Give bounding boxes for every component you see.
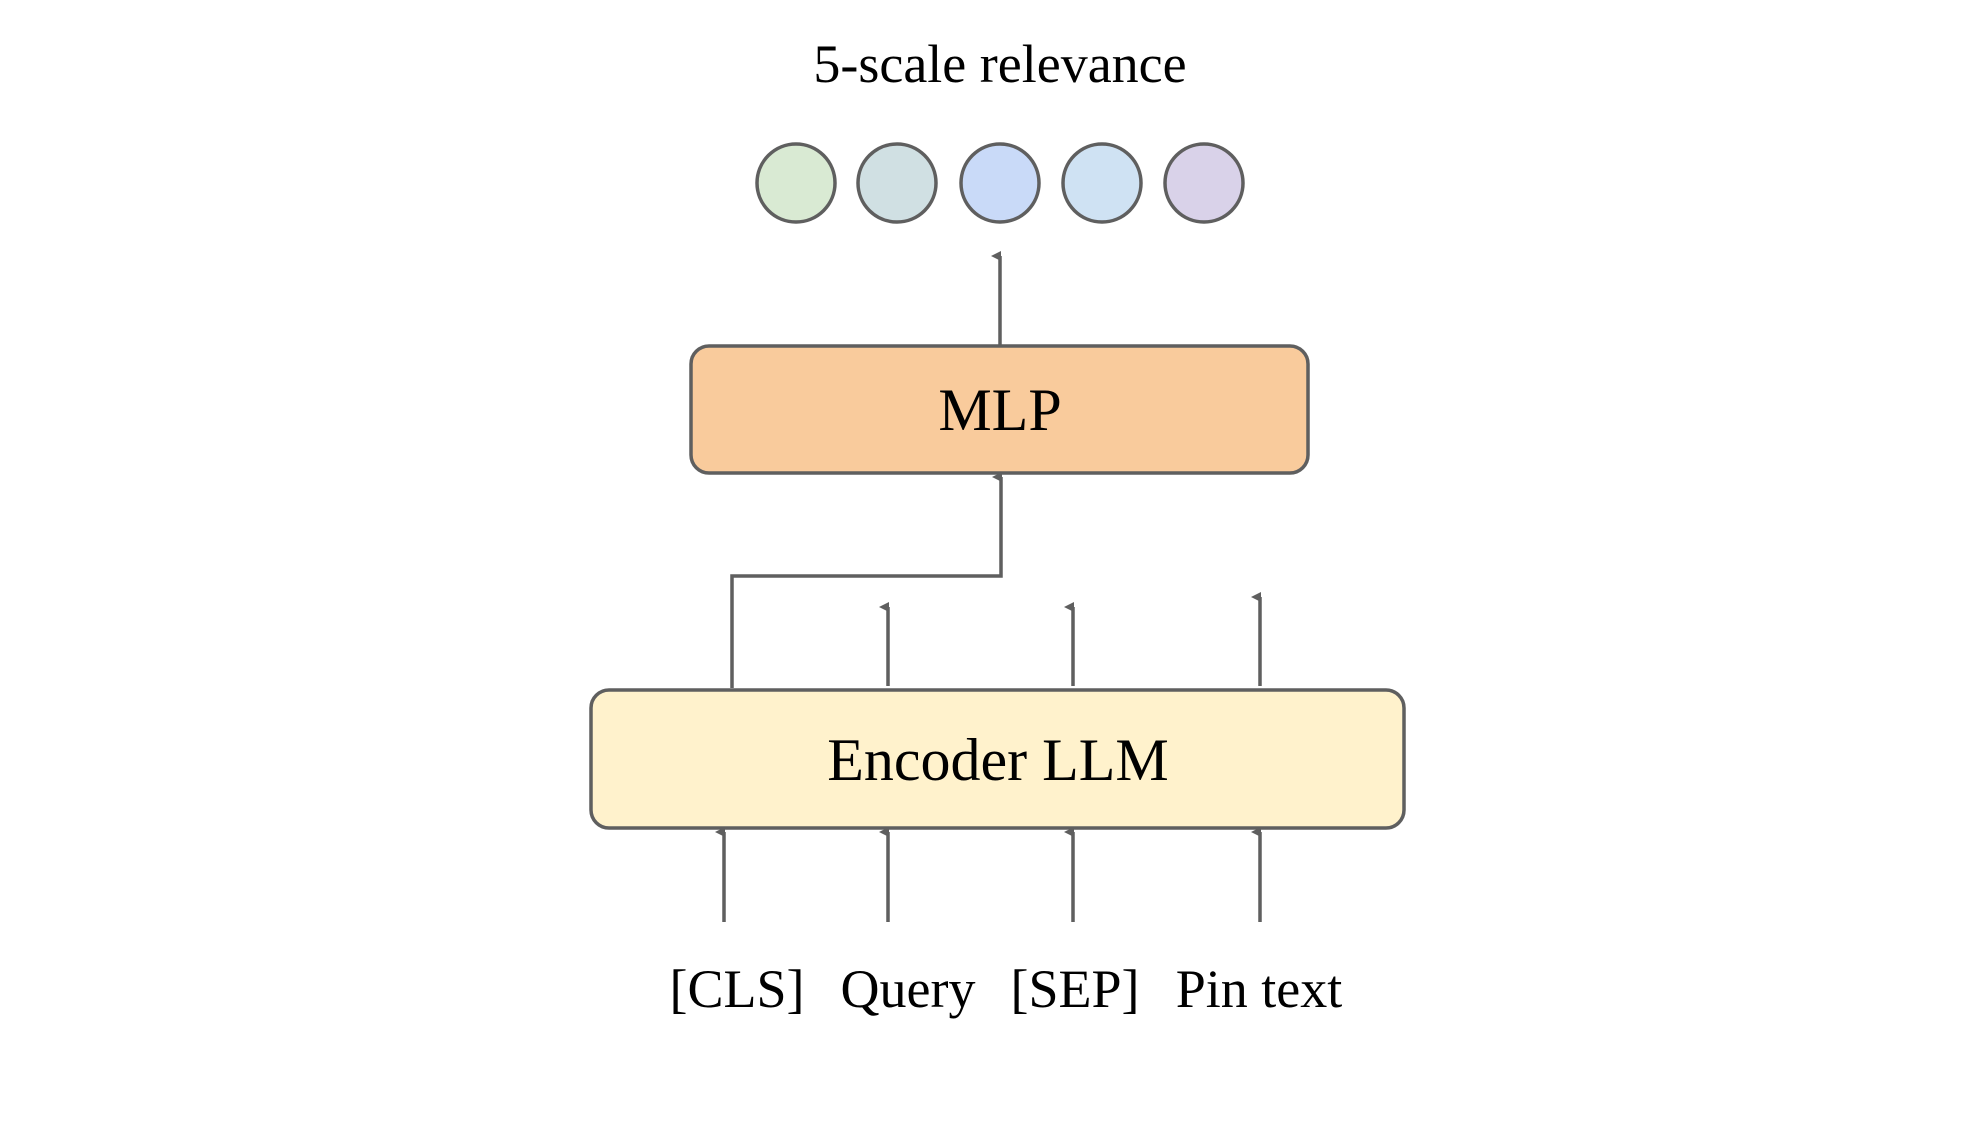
cls-to-mlp-arrow: [730, 472, 1003, 688]
mlp-block: MLP: [689, 344, 1310, 475]
output-node-4: [1061, 142, 1143, 224]
mlp-label: MLP: [938, 377, 1061, 443]
output-nodes: [755, 142, 1245, 224]
encoder-box: [589, 688, 1406, 830]
output-node-1: [755, 142, 837, 224]
input-token-query: Query: [841, 959, 976, 1019]
output-node-5: [1163, 142, 1245, 224]
output-title: 5-scale relevance: [813, 34, 1186, 94]
input-token-cls: [CLS]: [670, 959, 805, 1019]
encoder-block: Encoder LLM: [589, 688, 1406, 830]
input-token-sep: [SEP]: [1010, 959, 1139, 1019]
input-tokens: [CLS] Query [SEP] Pin text: [670, 959, 1343, 1019]
output-node-3: [959, 142, 1041, 224]
encoder-label: Encoder LLM: [827, 727, 1169, 793]
output-node-2: [856, 142, 938, 224]
input-token-pin-text: Pin text: [1176, 959, 1343, 1019]
